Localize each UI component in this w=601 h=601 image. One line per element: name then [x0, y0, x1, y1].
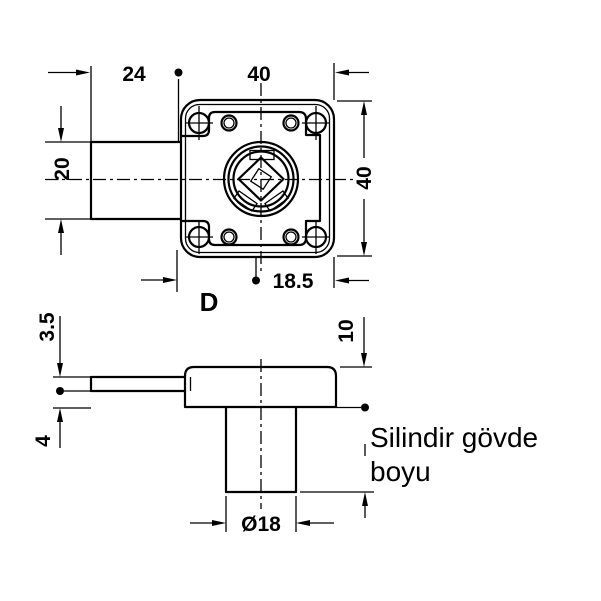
- corner-hole-top-left: [185, 106, 213, 140]
- dimension-diameter-18: Ø18: [190, 496, 334, 536]
- dimension-20: 20: [45, 106, 91, 255]
- rotor-tab-bottom-left: [233, 190, 258, 212]
- dimension-D: D: [141, 250, 218, 317]
- inner-hole-bottom-right: [282, 228, 300, 246]
- lock-cylinder-face: [222, 140, 300, 218]
- lock-body-side: [183, 365, 338, 409]
- corner-hole-top-right: [302, 106, 330, 140]
- dimension-18-5: 18.5: [252, 257, 369, 293]
- dim-label-40-right: 40: [353, 166, 376, 189]
- dim-label-18-5: 18.5: [273, 270, 314, 293]
- top-view-drawing: 24 40 40 20: [45, 63, 376, 317]
- centerlines: [45, 83, 353, 273]
- dimension-40-right: 40: [337, 100, 376, 257]
- corner-hole-bottom-left: [185, 220, 213, 254]
- spindle-square-inner: [249, 167, 273, 191]
- lock-backplate: [179, 98, 336, 259]
- corner-hole-bottom-right: [302, 220, 330, 254]
- inner-hole-top-left: [220, 114, 238, 132]
- dimension-cylinder-body-length: Silindir gövde boyu: [300, 403, 538, 518]
- inner-hole-top-right: [282, 114, 300, 132]
- dimension-10: 10: [335, 317, 372, 368]
- dim-label-40-top: 40: [247, 63, 270, 86]
- dim-label-10: 10: [335, 319, 358, 342]
- note-cylinder-body-line2: boyu: [370, 456, 431, 487]
- spindle-square-outer: [237, 156, 285, 202]
- dim-label-24: 24: [122, 63, 146, 86]
- dim-label-D: D: [200, 287, 219, 317]
- dimension-24: 24: [48, 63, 183, 142]
- dim-label-20: 20: [51, 157, 74, 180]
- inner-hole-bottom-left: [220, 228, 238, 246]
- bolt-housing: [89, 140, 183, 221]
- dimension-4: 4: [32, 387, 91, 448]
- note-cylinder-body-line1: Silindir gövde: [370, 422, 538, 453]
- dimension-40-top: 40: [247, 63, 369, 100]
- side-view-drawing: 3.5 4 10 Silindir gövde boyu: [32, 312, 538, 536]
- dim-label-3-5: 3.5: [36, 312, 59, 342]
- rotor-tab-bottom-right: [264, 190, 289, 212]
- dimension-3-5: 3.5: [36, 312, 91, 378]
- dim-label-diameter-18: Ø18: [241, 513, 281, 536]
- cylinder-side: [224, 405, 298, 494]
- dim-label-4: 4: [32, 435, 55, 447]
- bolt-side: [89, 375, 192, 393]
